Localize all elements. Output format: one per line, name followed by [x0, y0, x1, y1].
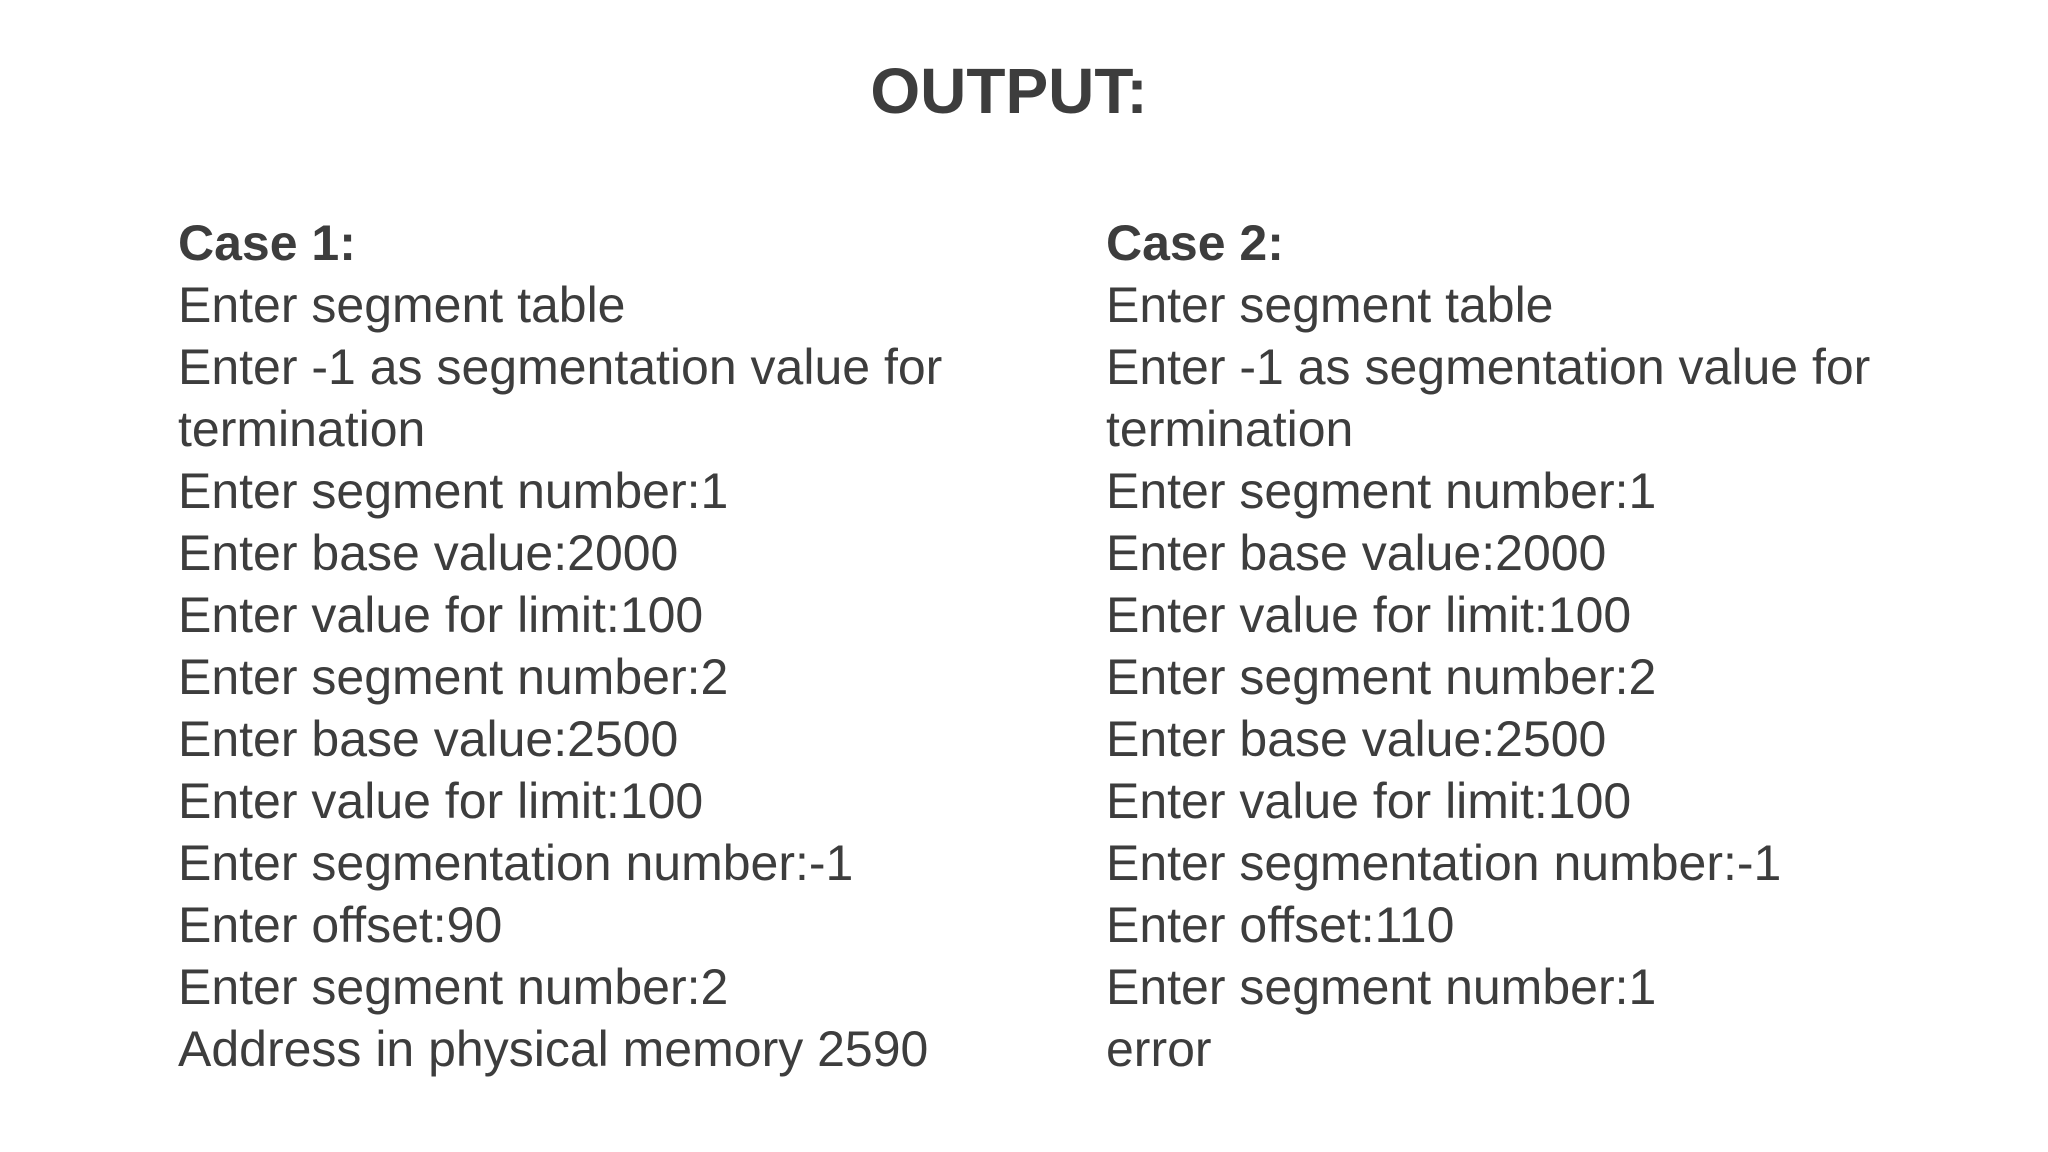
output-line: Enter segment number:2	[178, 959, 729, 1015]
output-line: Enter segment number:2	[178, 649, 729, 705]
output-line: Enter value for limit:100	[178, 773, 704, 829]
case-2-output-lines: Enter segment table Enter -1 as segmenta…	[1106, 274, 1946, 1080]
output-line: Enter value for limit:100	[178, 587, 704, 643]
output-line: Enter segment table	[1106, 277, 1554, 333]
output-line: Enter base value:2500	[1106, 711, 1607, 767]
output-line: Enter segmentation number:-1	[1106, 835, 1782, 891]
output-line: Enter base value:2500	[178, 711, 679, 767]
output-line: Enter segmentation number:-1	[178, 835, 854, 891]
output-line: Enter base value:2000	[178, 525, 679, 581]
case-1-output-lines: Enter segment table Enter -1 as segmenta…	[178, 274, 1018, 1080]
output-line: Enter segment number:2	[1106, 649, 1657, 705]
output-line: Enter segment number:1	[1106, 463, 1657, 519]
output-line: Enter value for limit:100	[1106, 773, 1632, 829]
output-line: Enter offset:90	[178, 897, 503, 953]
output-line: Enter value for limit:100	[1106, 587, 1632, 643]
output-line: Enter base value:2000	[1106, 525, 1607, 581]
output-line: Enter -1 as segmentation value for	[1106, 339, 1871, 395]
page-title: OUTPUT:	[870, 55, 1148, 127]
output-line: Enter offset:110	[1106, 897, 1455, 953]
output-line: termination	[1106, 401, 1354, 457]
case-2-column: Case 2: Enter segment table Enter -1 as …	[1106, 212, 1946, 1080]
case-1-column: Case 1: Enter segment table Enter -1 as …	[178, 212, 1018, 1080]
output-line: error	[1106, 1021, 1212, 1077]
output-line: termination	[178, 401, 426, 457]
case-2-heading: Case 2:	[1106, 215, 1284, 271]
output-line: Enter segment number:1	[1106, 959, 1657, 1015]
output-line: Enter segment number:1	[178, 463, 729, 519]
output-line: Address in physical memory 2590	[178, 1021, 929, 1077]
case-1-heading: Case 1:	[178, 215, 356, 271]
output-line: Enter -1 as segmentation value for	[178, 339, 943, 395]
output-line: Enter segment table	[178, 277, 626, 333]
